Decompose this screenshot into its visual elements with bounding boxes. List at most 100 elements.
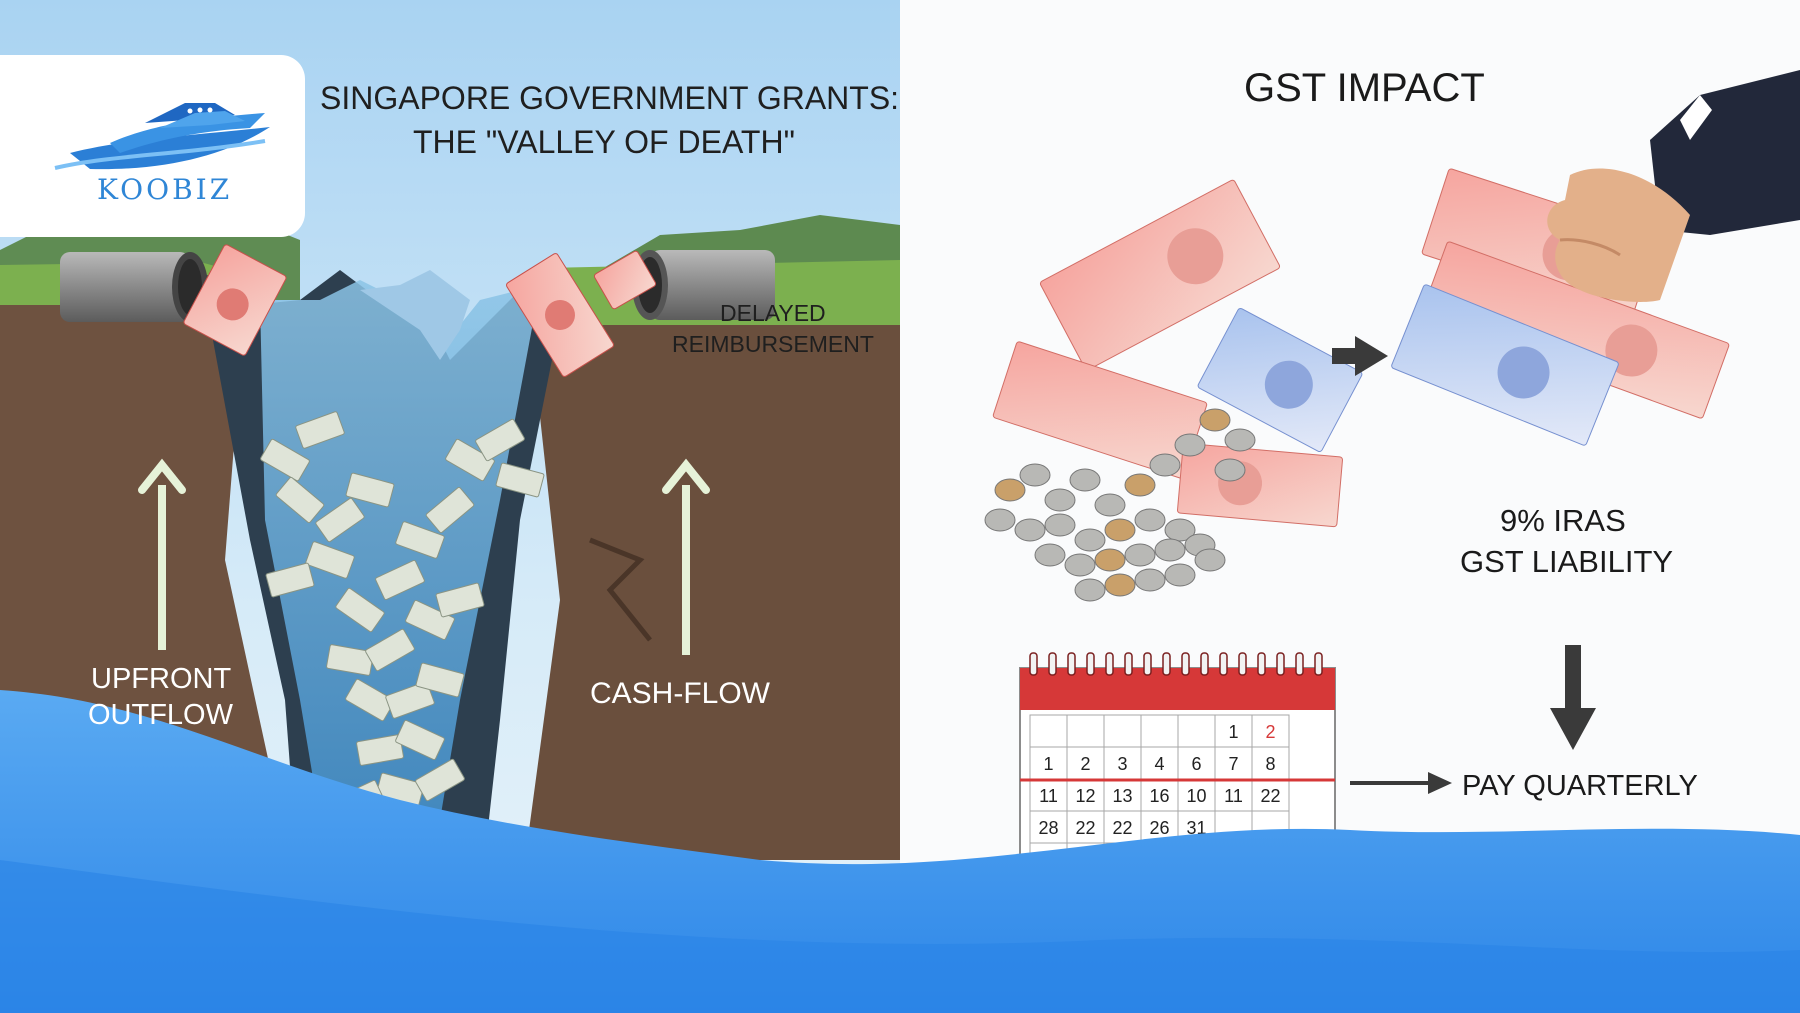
calendar-day: 3	[1117, 754, 1127, 774]
calendar-ring	[1105, 652, 1114, 676]
falling-banknote	[345, 472, 395, 508]
coin	[1019, 463, 1051, 487]
logo-card[interactable]: KOOBIZ	[0, 55, 305, 237]
cashflow-label: CASH-FLOW	[590, 677, 770, 710]
calendar-day: 4	[1154, 754, 1164, 774]
calendar-ring	[1276, 652, 1285, 676]
falling-banknote	[365, 628, 415, 672]
calendar-day: 6	[1191, 754, 1201, 774]
calendar-day: 2	[1080, 754, 1090, 774]
coin	[1224, 428, 1256, 452]
money-pile	[984, 179, 1363, 602]
left-pipe	[60, 252, 208, 322]
hand-with-banknotes	[1391, 70, 1800, 446]
falling-banknote	[435, 582, 485, 618]
liability-line1: 9% IRAS	[1500, 503, 1626, 538]
coin	[1199, 408, 1231, 432]
upfront-label-line2: OUTFLOW	[88, 699, 233, 731]
coin	[1214, 458, 1246, 482]
falling-banknote	[315, 497, 365, 543]
calendar-ring	[1238, 652, 1247, 676]
falling-banknote	[395, 719, 445, 761]
coin	[1044, 513, 1076, 537]
left-title-line1: SINGAPORE GOVERNMENT GRANTS:	[320, 80, 900, 116]
upfront-arrow	[138, 458, 186, 650]
calendar-day: 11	[1224, 786, 1243, 806]
falling-banknote	[305, 541, 355, 579]
coin	[1094, 493, 1126, 517]
falling-banknote	[495, 462, 545, 498]
falling-banknote	[425, 486, 475, 534]
falling-banknote	[475, 418, 525, 462]
falling-banknote	[375, 559, 425, 601]
calendar-day: 13	[1112, 786, 1132, 806]
calendar-ring	[1048, 652, 1057, 676]
coin	[1104, 518, 1136, 542]
calendar-ring	[1086, 652, 1095, 676]
coin	[1164, 563, 1196, 587]
coin	[1074, 528, 1106, 552]
coin	[1124, 473, 1156, 497]
falling-banknote	[335, 587, 385, 633]
falling-banknote	[395, 521, 445, 559]
calendar-ring	[1257, 652, 1266, 676]
coin	[1044, 488, 1076, 512]
coin	[1149, 453, 1181, 477]
coin	[984, 508, 1016, 532]
falling-banknote	[415, 662, 465, 698]
falling-banknote	[326, 644, 374, 676]
left-title-line2: THE "VALLEY OF DEATH"	[413, 124, 795, 160]
coin	[1069, 468, 1101, 492]
coin	[1034, 543, 1066, 567]
calendar-day: 28	[1038, 818, 1058, 838]
calendar-ring	[1124, 652, 1133, 676]
right-title: GST IMPACT	[1244, 66, 1485, 110]
falling-banknote	[445, 438, 495, 482]
calendar-ring	[1314, 652, 1323, 676]
upfront-label-line1: UPFRONT	[91, 663, 232, 695]
brand-name: KOOBIZ	[97, 173, 233, 206]
transfer-arrow	[1332, 336, 1388, 376]
coin	[1194, 548, 1226, 572]
coin	[1074, 578, 1106, 602]
calendar-day: 1	[1043, 754, 1053, 774]
falling-banknote	[265, 562, 315, 598]
calendar-ring	[1219, 652, 1228, 676]
delayed-label-line1: DELAYED	[720, 300, 826, 326]
coin	[1064, 553, 1096, 577]
calendar-day: 1	[1228, 722, 1238, 742]
calendar-day: 11	[1039, 786, 1058, 806]
coin	[1104, 573, 1136, 597]
calendar-day: 26	[1149, 818, 1169, 838]
calendar-day: 22	[1260, 786, 1280, 806]
coin	[1134, 568, 1166, 592]
calendar-day: 2	[1265, 722, 1275, 742]
calendar-day: 8	[1265, 754, 1275, 774]
calendar-rings	[1029, 652, 1323, 676]
falling-banknote	[295, 411, 345, 449]
pay-quarterly-label: PAY QUARTERLY	[1462, 770, 1698, 802]
calendar-ring	[1181, 652, 1190, 676]
falling-banknote	[385, 681, 435, 719]
calendar-ring	[1029, 652, 1038, 676]
falling-banknote	[405, 599, 455, 641]
coin	[1154, 538, 1186, 562]
falling-banknote	[275, 476, 325, 524]
ship-icon	[54, 103, 270, 170]
coins	[984, 408, 1256, 602]
calendar-ring	[1200, 652, 1209, 676]
pipe-banknotes	[183, 244, 657, 377]
coin	[1014, 518, 1046, 542]
down-arrow	[1550, 645, 1596, 750]
falling-banknote	[415, 758, 465, 802]
coin	[1164, 518, 1196, 542]
delayed-label-line2: REIMBURSEMENT	[672, 331, 874, 357]
calendar-day: 22	[1075, 818, 1095, 838]
calendar-day: 7	[1228, 754, 1238, 774]
calendar-ring	[1143, 652, 1152, 676]
falling-banknote	[260, 438, 310, 482]
calendar-day: 10	[1186, 786, 1206, 806]
coin	[994, 478, 1026, 502]
